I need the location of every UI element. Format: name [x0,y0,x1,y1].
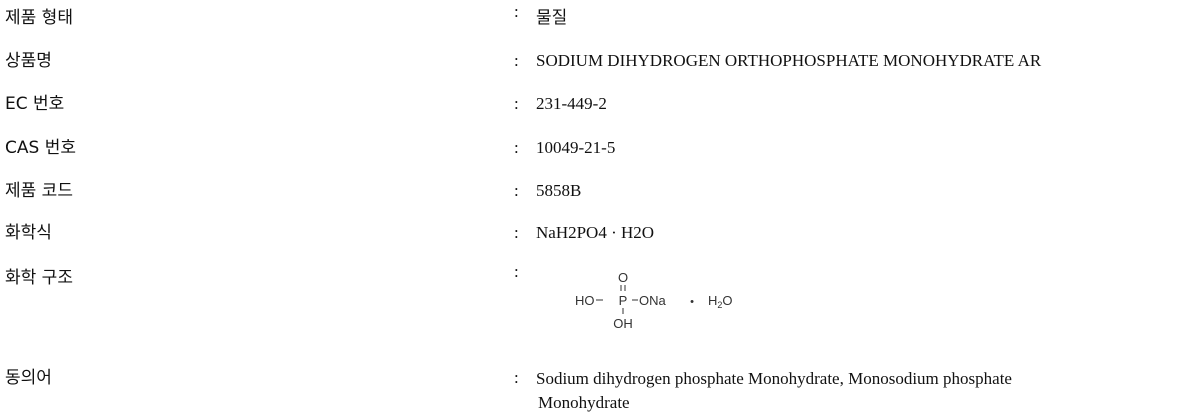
colon: : [514,94,519,113]
colon: : [514,138,519,157]
label-product-code: 제품 코드 [5,181,73,201]
value-product-name: SODIUM DIHYDROGEN ORTHOPHOSPHATE MONOHYD… [536,51,1042,70]
colon: : [514,368,519,387]
label-product-name: 상품명 [5,51,52,71]
structure-svg: O HO P ONa OH • H2O [575,270,733,331]
value-synonyms: Sodium dihydrogen phosphate Monohydrate,… [536,367,1096,415]
value-synonyms-line1: Sodium dihydrogen phosphate Monohydrate,… [536,369,1012,388]
label-chemical-formula: 화학식 [5,223,52,243]
structure-dot: • [690,296,694,308]
structure-ona: ONa [639,293,667,308]
colon: : [514,262,519,281]
colon: : [514,2,519,21]
structure-oh: OH [613,316,633,331]
structure-o-top: O [618,270,628,285]
value-chemical-formula: NaH2PO4 · H2O [536,223,655,242]
colon: : [514,51,519,70]
value-product-form: 물질 [536,8,568,28]
value-cas-number: 10049-21-5 [536,138,616,157]
colon: : [514,223,519,242]
value-product-code: 5858B [536,181,582,200]
label-cas-number: CAS 번호 [5,138,76,158]
structure-water: H2O [708,293,733,310]
chemical-structure-drawing: O HO P ONa OH • H2O [566,267,766,351]
label-ec-number: EC 번호 [5,94,65,114]
value-ec-number: 231-449-2 [536,94,607,113]
colon: : [514,181,519,200]
structure-ho: HO [575,293,595,308]
value-synonyms-line2: Monohydrate [538,393,630,412]
label-product-form: 제품 형태 [5,8,73,28]
label-chemical-structure: 화학 구조 [5,268,73,288]
label-synonyms: 동의어 [5,368,52,388]
structure-p: P [619,293,628,308]
